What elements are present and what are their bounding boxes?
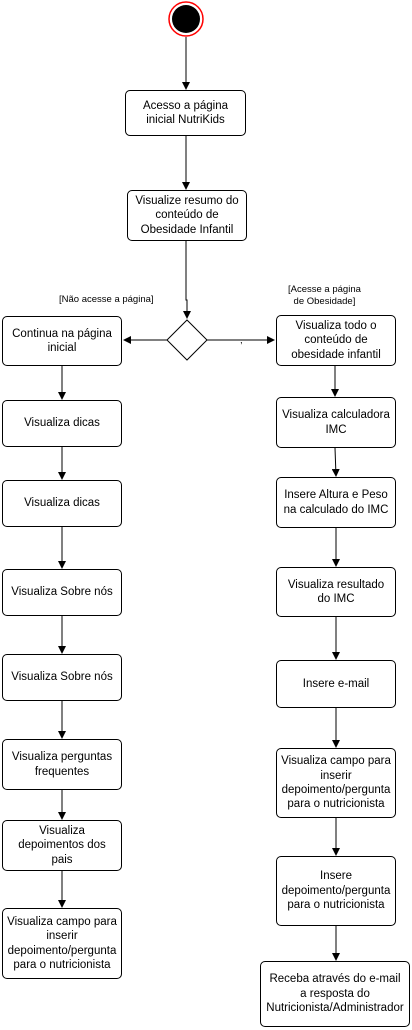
node-left-continue-homepage: Continua na página inicial: [2, 316, 122, 366]
node-right-input-height-weight: Insere Altura e Peso na calculado do IMC: [276, 477, 396, 528]
node-left-view-input-field: Visualiza campo para inserir depoimento/…: [2, 908, 122, 979]
start-node-core: [172, 5, 200, 33]
node-view-summary: Visualize resumo do conteúdo de Obesidad…: [127, 190, 247, 241]
node-right-input-testimonial: Insere depoimento/pergunta para o nutric…: [276, 856, 396, 926]
node-right-view-bmi-result: Visualiza resultado do IMC: [276, 567, 396, 617]
guard-label-right-line1: [Acesse a página: [288, 284, 361, 295]
node-right-view-input-field: Visualiza campo para inserir depoimento/…: [276, 748, 396, 818]
guard-label-right-line2: de Obesidade]: [293, 295, 356, 307]
node-left-view-faq: Visualiza perguntas frequentes: [2, 739, 122, 790]
node-right-input-email: Insere e-mail: [276, 660, 396, 708]
edge-n2-decision: [183, 241, 191, 319]
node-left-view-testimonials: Visualiza depoimentos dos pais: [2, 820, 122, 871]
edge-right-2: [331, 447, 340, 477]
guard-tick: ,: [240, 335, 243, 346]
node-access-homepage: Acesso a página inicial NutriKids: [125, 90, 246, 136]
node-left-view-about-1: Visualiza Sobre nós: [2, 569, 122, 616]
node-right-view-all-content: Visualiza todo o conteúdo de obesidade i…: [276, 315, 396, 366]
guard-label-right: [Acesse a página de Obesidade]: [288, 284, 361, 308]
node-left-view-about-2: Visualiza Sobre nós: [2, 654, 122, 701]
node-right-receive-email-reply: Receba através do e-mail a resposta do N…: [260, 961, 410, 1027]
node-right-view-bmi-calculator: Visualiza calculadora IMC: [276, 397, 396, 448]
node-left-view-tips-2: Visualiza dicas: [2, 480, 122, 527]
decision-node: [166, 319, 208, 361]
node-left-view-tips-1: Visualiza dicas: [2, 400, 122, 447]
guard-label-left: [Não acesse a página]: [59, 294, 154, 305]
